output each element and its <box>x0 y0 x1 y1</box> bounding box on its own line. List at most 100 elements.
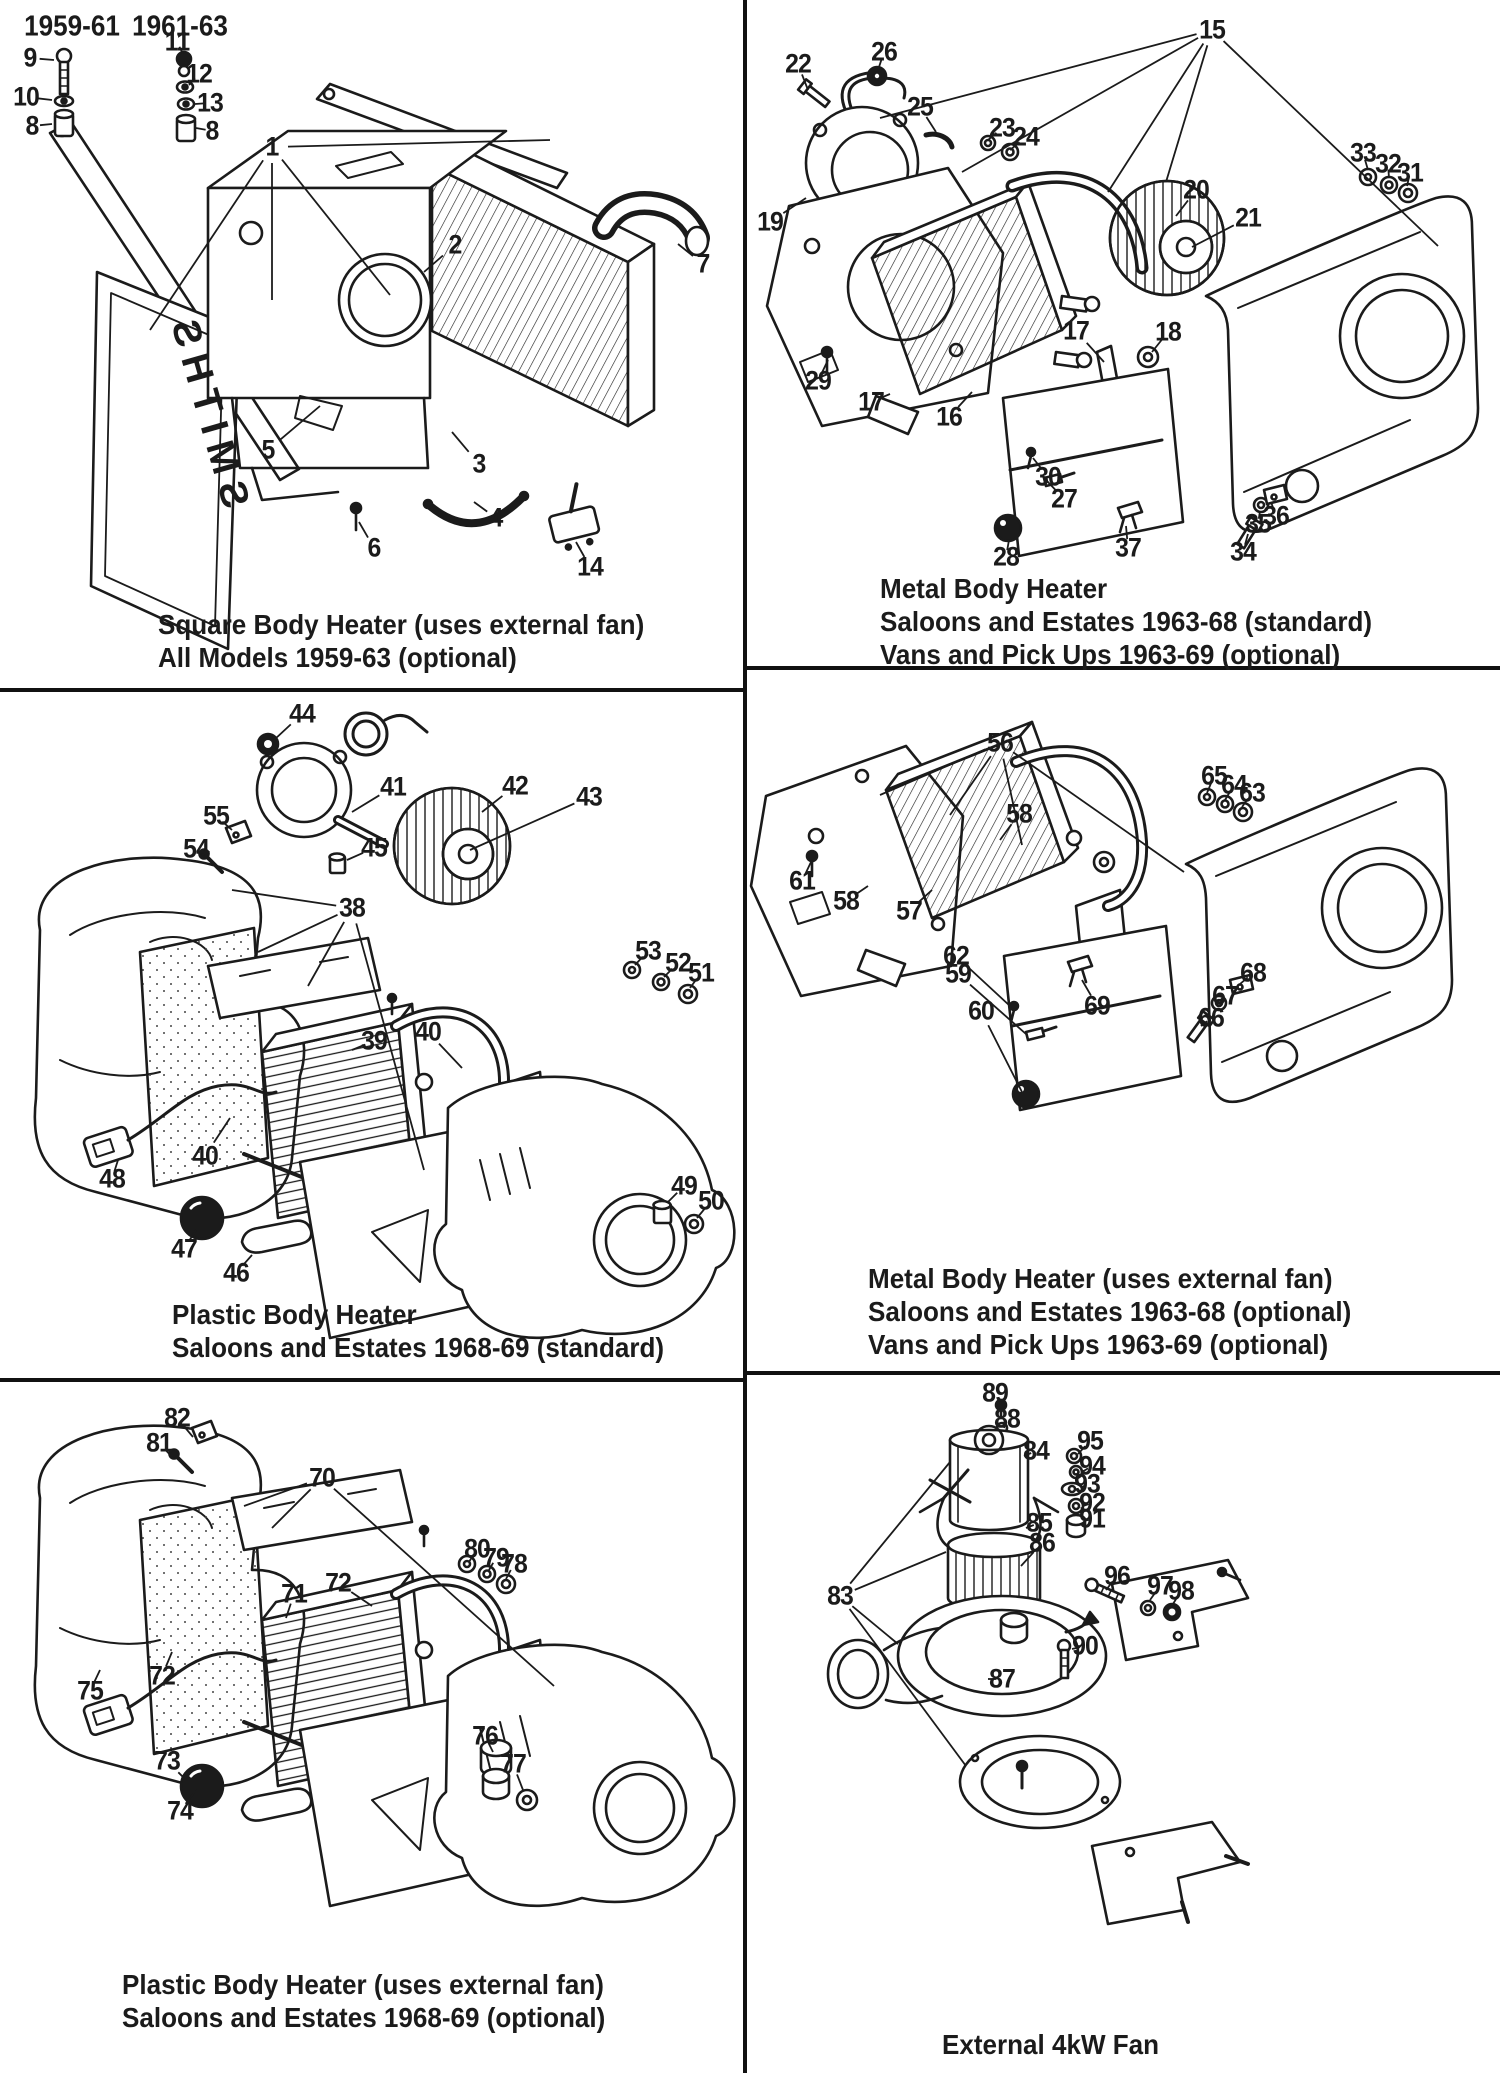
part-number-label: 50 <box>698 1185 725 1216</box>
part-number-label: 76 <box>472 1720 499 1751</box>
part-number-label: 60 <box>968 995 995 1026</box>
part-number-label: 12 <box>186 58 213 89</box>
part-number-label: 67 <box>1212 980 1239 1011</box>
leader-line <box>1071 1646 1081 1650</box>
part-number-label: 63 <box>1239 777 1266 808</box>
part-number-label: 69 <box>1084 990 1111 1021</box>
part-number-label: 55 <box>203 800 230 831</box>
panel-caption-line: Saloons and Estates 1968-69 (standard) <box>172 1332 665 1363</box>
leader-line <box>200 851 209 859</box>
part-number-label: 75 <box>77 1675 104 1706</box>
leader-line <box>1364 159 1369 171</box>
leader-line <box>188 1229 197 1242</box>
leader-line <box>879 748 986 796</box>
part-number-label: 40 <box>415 1016 442 1047</box>
leader-line <box>1046 480 1058 493</box>
part-number-label: 26 <box>871 36 898 67</box>
leader-line <box>164 1448 175 1460</box>
leader-line <box>782 197 807 214</box>
leader-line <box>1081 979 1092 997</box>
leader-line <box>307 921 345 987</box>
leader-line <box>969 983 1027 1035</box>
leader-line <box>854 1551 947 1591</box>
part-number-label: 56 <box>987 727 1014 758</box>
part-number-label: 29 <box>805 365 832 396</box>
panel-caption-line: Vans and Pick Ups 1963-69 (optional) <box>868 1329 1329 1360</box>
leader-line <box>689 978 698 989</box>
part-number-label: 46 <box>223 1257 250 1288</box>
panel2-illustration <box>765 65 1480 558</box>
leader-line <box>1105 1581 1114 1591</box>
part-number-label: 6 <box>367 532 382 563</box>
leader-line <box>1244 533 1249 546</box>
part-number-label: 7 <box>696 248 711 279</box>
leader-line <box>1241 798 1249 808</box>
part-number-label: 4 <box>489 502 504 533</box>
panel-caption-line: Metal Body Heater (uses external fan) <box>868 1263 1333 1294</box>
part-number-label: 1 <box>265 131 280 162</box>
leader-line <box>1009 141 1021 151</box>
part-number-label: 10 <box>13 81 40 112</box>
leader-line <box>804 861 812 874</box>
part-number-label: 43 <box>576 781 603 812</box>
part-number-label: 25 <box>907 91 934 122</box>
leader-line <box>241 1254 253 1267</box>
part-number-label: 13 <box>197 87 224 118</box>
part-number-label: 41 <box>380 771 407 802</box>
part-number-label: 37 <box>1115 532 1142 563</box>
part-number-label: 32 <box>1375 148 1402 179</box>
part-number-label: 58 <box>833 885 860 916</box>
part-number-label: 68 <box>1240 957 1267 988</box>
leader-line <box>358 521 369 539</box>
part-number-label: 82 <box>164 1402 191 1433</box>
leader-line <box>1224 790 1232 801</box>
leader-line <box>1217 997 1223 1003</box>
part-number-label: 86 <box>1029 1527 1056 1558</box>
leader-line <box>333 1488 555 1687</box>
leader-line <box>113 1159 119 1172</box>
leader-line <box>987 132 997 141</box>
leader-line <box>355 923 425 1171</box>
leader-line <box>39 57 55 61</box>
leader-line <box>1165 45 1209 183</box>
leader-line <box>677 243 694 257</box>
leader-line <box>487 1741 494 1753</box>
leader-line <box>1082 1503 1089 1507</box>
leader-line <box>1387 169 1390 179</box>
part-number-label: 59 <box>945 958 972 989</box>
panel-caption: Square Body Heater (uses external fan)Al… <box>158 608 644 674</box>
part-number-label: 74 <box>167 1795 194 1826</box>
leader-line <box>182 1425 194 1438</box>
leader-line <box>1107 42 1205 193</box>
part-number-label: 3 <box>472 448 487 479</box>
part-number-label: 49 <box>671 1170 698 1201</box>
leader-line <box>273 723 292 741</box>
part-number-label: 17 <box>858 386 885 417</box>
panel6-illustration <box>826 1398 1250 1926</box>
leader-lines <box>36 33 1439 1805</box>
year-range-header: 1959-61 <box>24 10 120 43</box>
part-number-label: 64 <box>1221 769 1248 800</box>
leader-line <box>949 755 992 816</box>
leader-line <box>257 913 338 953</box>
part-number-label: 38 <box>339 892 366 923</box>
leader-line <box>281 158 391 296</box>
leader-line <box>1200 1020 1208 1027</box>
leader-line <box>1086 342 1105 363</box>
leader-line <box>957 391 973 408</box>
leader-line <box>1270 501 1275 511</box>
part-number-label: 87 <box>989 1663 1016 1694</box>
leader-line <box>925 116 937 133</box>
part-number-label: 5 <box>261 434 276 465</box>
leader-line <box>1080 1484 1086 1489</box>
leader-line <box>36 97 53 101</box>
leader-line <box>243 1482 308 1507</box>
panel-caption-line: External 4kW Fan <box>942 2029 1160 2060</box>
leader-line <box>1020 1551 1035 1567</box>
leader-line <box>505 1569 512 1580</box>
leader-line <box>1003 1422 1007 1429</box>
panel-caption-line: Vans and Pick Ups 1963-69 (optional) <box>880 639 1341 670</box>
part-number-label: 2 <box>448 229 463 260</box>
part-number-label: 94 <box>1079 1450 1106 1481</box>
